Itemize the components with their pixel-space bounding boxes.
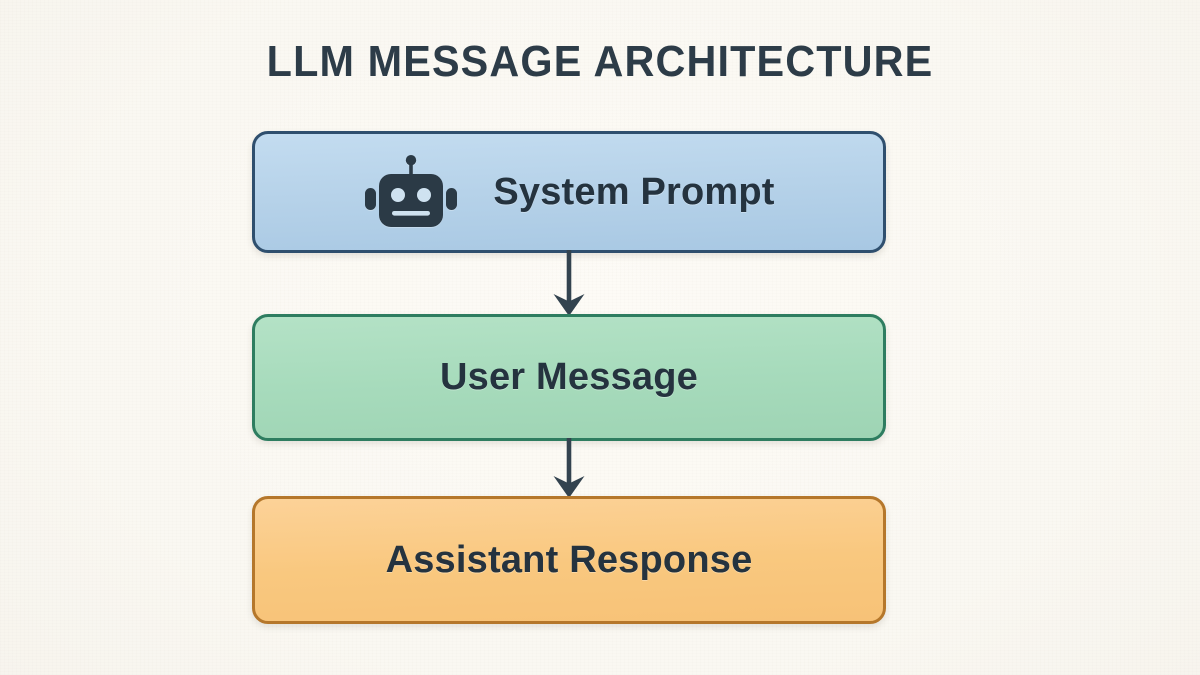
arrow-system-to-user xyxy=(553,250,585,316)
node-label-system-prompt: System Prompt xyxy=(493,170,775,213)
node-label-user-message: User Message xyxy=(440,356,698,398)
node-system-prompt[interactable]: System Prompt xyxy=(252,131,886,253)
node-user-message[interactable]: User Message xyxy=(252,314,886,441)
robot-icon xyxy=(365,155,458,227)
node-assistant-response[interactable]: Assistant Response xyxy=(252,496,886,624)
arrow-user-to-assistant xyxy=(553,438,585,498)
node-label-assistant-response: Assistant Response xyxy=(385,538,753,581)
page-title: LLM MESSAGE ARCHITECTURE xyxy=(266,37,934,86)
